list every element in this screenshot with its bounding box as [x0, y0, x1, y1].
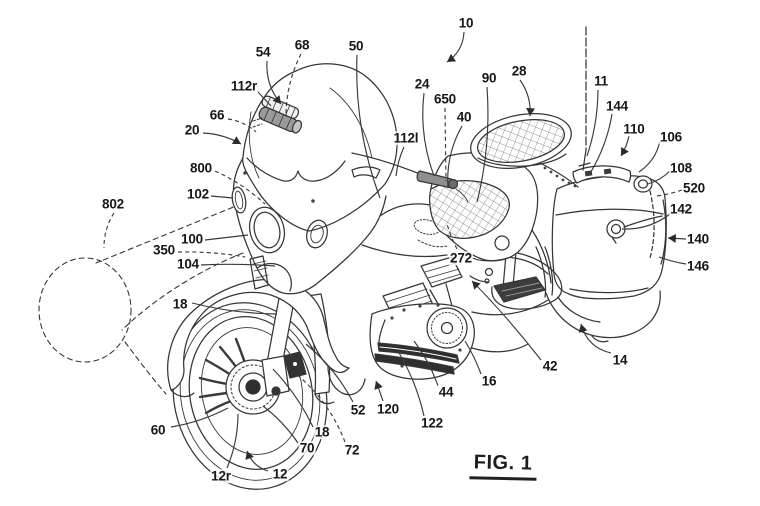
- reference-numeral-54-1: 54: [254, 44, 272, 60]
- reference-numeral-14-29: 14: [611, 352, 629, 368]
- reference-numeral-90-18: 90: [480, 70, 498, 86]
- reference-numeral-70-41: 70: [298, 440, 316, 456]
- reference-numeral-120-35: 120: [376, 401, 400, 417]
- beam-projection: [38, 196, 259, 395]
- handlebar: [351, 152, 421, 175]
- reference-numeral-146-28: 146: [686, 258, 710, 274]
- guard-rail: [488, 250, 563, 310]
- rear-fender: [545, 290, 661, 339]
- reference-numeral-18-13: 18: [171, 296, 189, 312]
- reference-numeral-140-27: 140: [686, 231, 710, 247]
- reference-numeral-60-38: 60: [149, 422, 167, 438]
- reference-numeral-12r-39: 12r: [210, 468, 232, 484]
- reference-numeral-650-15: 650: [433, 91, 457, 107]
- reference-numeral-50-3: 50: [347, 38, 365, 54]
- reference-numeral-72-37: 72: [343, 442, 361, 458]
- reference-numeral-40-16: 40: [455, 109, 473, 125]
- exhaust-header: [377, 342, 460, 364]
- reference-numeral-28-19: 28: [510, 63, 528, 79]
- tail-light-housing: [572, 165, 632, 184]
- front-fender: [167, 278, 350, 391]
- reference-numeral-104-12: 104: [176, 256, 200, 272]
- leader-lines: [103, 31, 687, 472]
- reference-numeral-272-31: 272: [449, 250, 473, 266]
- reference-numeral-18-42: 18: [313, 424, 331, 440]
- windshield: [241, 63, 398, 232]
- reference-numeral-11-20: 11: [593, 73, 609, 89]
- reference-numeral-800-7: 800: [189, 160, 213, 176]
- reference-numeral-802-9: 802: [101, 196, 125, 212]
- reference-numeral-112r-4: 112r: [229, 78, 259, 94]
- reference-numeral-106-23: 106: [659, 129, 683, 145]
- reference-numeral-16-32: 16: [480, 373, 498, 389]
- reference-numeral-68-2: 68: [293, 37, 311, 53]
- reference-numeral-52-36: 52: [349, 402, 367, 418]
- air-cleaner-cover: [426, 307, 468, 349]
- reference-numeral-110-22: 110: [622, 121, 646, 137]
- figure-caption: FIG. 1: [469, 451, 537, 481]
- reference-numeral-350-11: 350: [152, 242, 176, 258]
- reference-numeral-122-34: 122: [420, 415, 444, 431]
- reference-numeral-108-24: 108: [669, 160, 693, 176]
- reference-numeral-12-40: 12: [271, 466, 289, 482]
- reference-numeral-142-26: 142: [669, 201, 693, 217]
- reference-numeral-100-10: 100: [180, 231, 204, 247]
- reference-numeral-102-8: 102: [186, 186, 210, 202]
- reference-numeral-144-21: 144: [605, 98, 629, 114]
- mirror-camera-unit: [258, 95, 303, 134]
- muffler: [535, 246, 547, 298]
- fork-slider: [261, 355, 290, 397]
- reference-numeral-10-0: 10: [457, 15, 475, 31]
- reference-numeral-20-6: 20: [183, 122, 201, 138]
- reference-numeral-520-25: 520: [682, 180, 706, 196]
- reference-numeral-24-14: 24: [413, 76, 431, 92]
- front-wheel: [172, 302, 328, 490]
- reference-numeral-112l-17: 112l: [392, 130, 420, 146]
- reference-numeral-42-30: 42: [541, 358, 559, 374]
- reference-numeral-44-33: 44: [437, 384, 455, 400]
- hub: [245, 379, 261, 395]
- rear-turn-signal: [633, 175, 653, 193]
- reference-numeral-66-5: 66: [208, 107, 226, 123]
